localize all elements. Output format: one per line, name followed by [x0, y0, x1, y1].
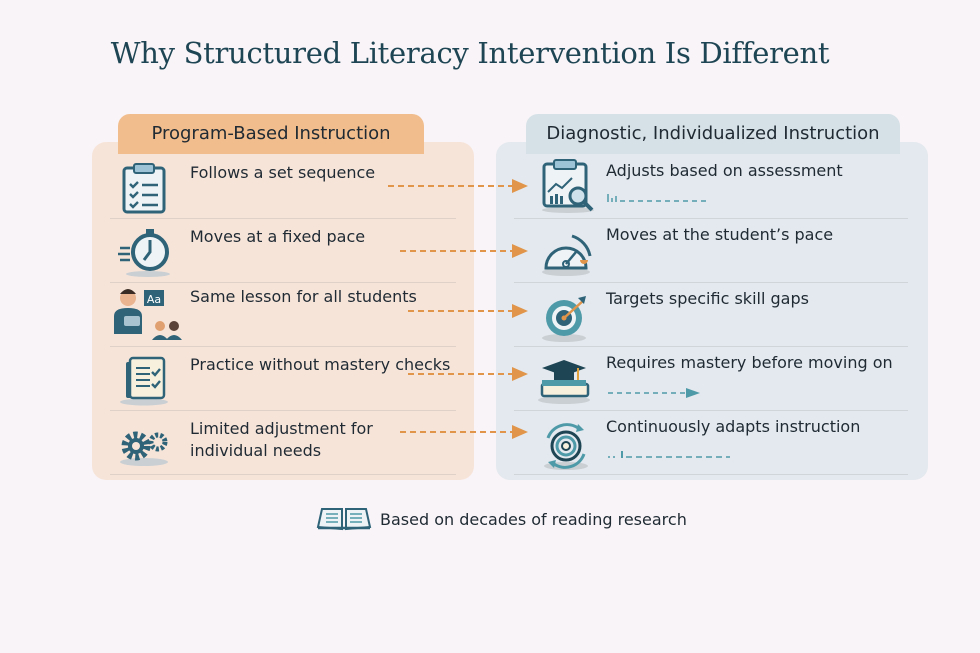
teacher-students-icon: Aa [114, 289, 182, 340]
svg-text:Aa: Aa [147, 293, 161, 306]
worksheet-check-icon [120, 356, 168, 406]
arrow-2 [400, 244, 528, 258]
arrow-1 [388, 179, 528, 193]
diagnostic-header: Diagnostic, Individualized Instruction [526, 114, 900, 154]
list-item: Continuously adapts instruction [514, 412, 908, 475]
item-label: Practice without mastery checks [190, 355, 451, 374]
item-label: Moves at a fixed pace [190, 227, 366, 246]
cycle-target-icon [544, 423, 588, 470]
program-based-header: Program-Based Instruction [118, 114, 424, 154]
list-item: Targets specific skill gaps [514, 284, 908, 347]
list-item: Requires mastery before moving on [514, 348, 908, 411]
target-arrow-icon [542, 296, 586, 342]
list-item: Adjusts based on assessment [514, 156, 908, 219]
item-label: Targets specific skill gaps [606, 289, 809, 308]
clipboard-checklist-icon [122, 163, 166, 214]
page-title: Why Structured Literacy Intervention Is … [110, 36, 830, 70]
gears-icon [120, 431, 168, 466]
assessment-chart-magnifier-icon [542, 159, 594, 213]
stopwatch-icon [118, 229, 170, 277]
list-item: Follows a set sequence [110, 156, 456, 219]
item-label: Same lesson for all students [190, 287, 417, 306]
list-item: Moves at a fixed pace [110, 220, 456, 283]
footer-label: Based on decades of reading research [380, 509, 687, 529]
footer-note: Based on decades of reading research [316, 506, 687, 532]
item-label: Adjusts based on assessment [606, 161, 843, 180]
item-label: Moves at the student’s pace [606, 225, 834, 244]
list-item: Practice without mastery checks [110, 348, 456, 411]
dashed-progress-line [608, 451, 730, 458]
list-item: Aa Same lesson for all students [110, 284, 456, 347]
item-label: Follows a set sequence [190, 163, 376, 182]
speedometer-icon [542, 234, 592, 276]
arrow-3 [408, 304, 528, 318]
diagnostic-panel: Adjusts based on assessment Moves at the… [496, 142, 928, 480]
graduation-cap-book-icon [538, 360, 590, 404]
item-label: Continuously adapts instruction [606, 417, 861, 436]
dashed-forward-arrow [608, 388, 700, 398]
item-label: Requires mastery before moving on [606, 353, 893, 372]
list-item: Limited adjustment for individual needs [110, 412, 456, 475]
dashed-progress-line [607, 194, 710, 202]
open-book-icon [316, 508, 372, 531]
arrow-5 [400, 425, 528, 439]
item-label: Limited adjustment for individual needs [190, 419, 373, 460]
arrow-4 [408, 367, 528, 381]
list-item: Moves at the student’s pace [514, 220, 908, 283]
